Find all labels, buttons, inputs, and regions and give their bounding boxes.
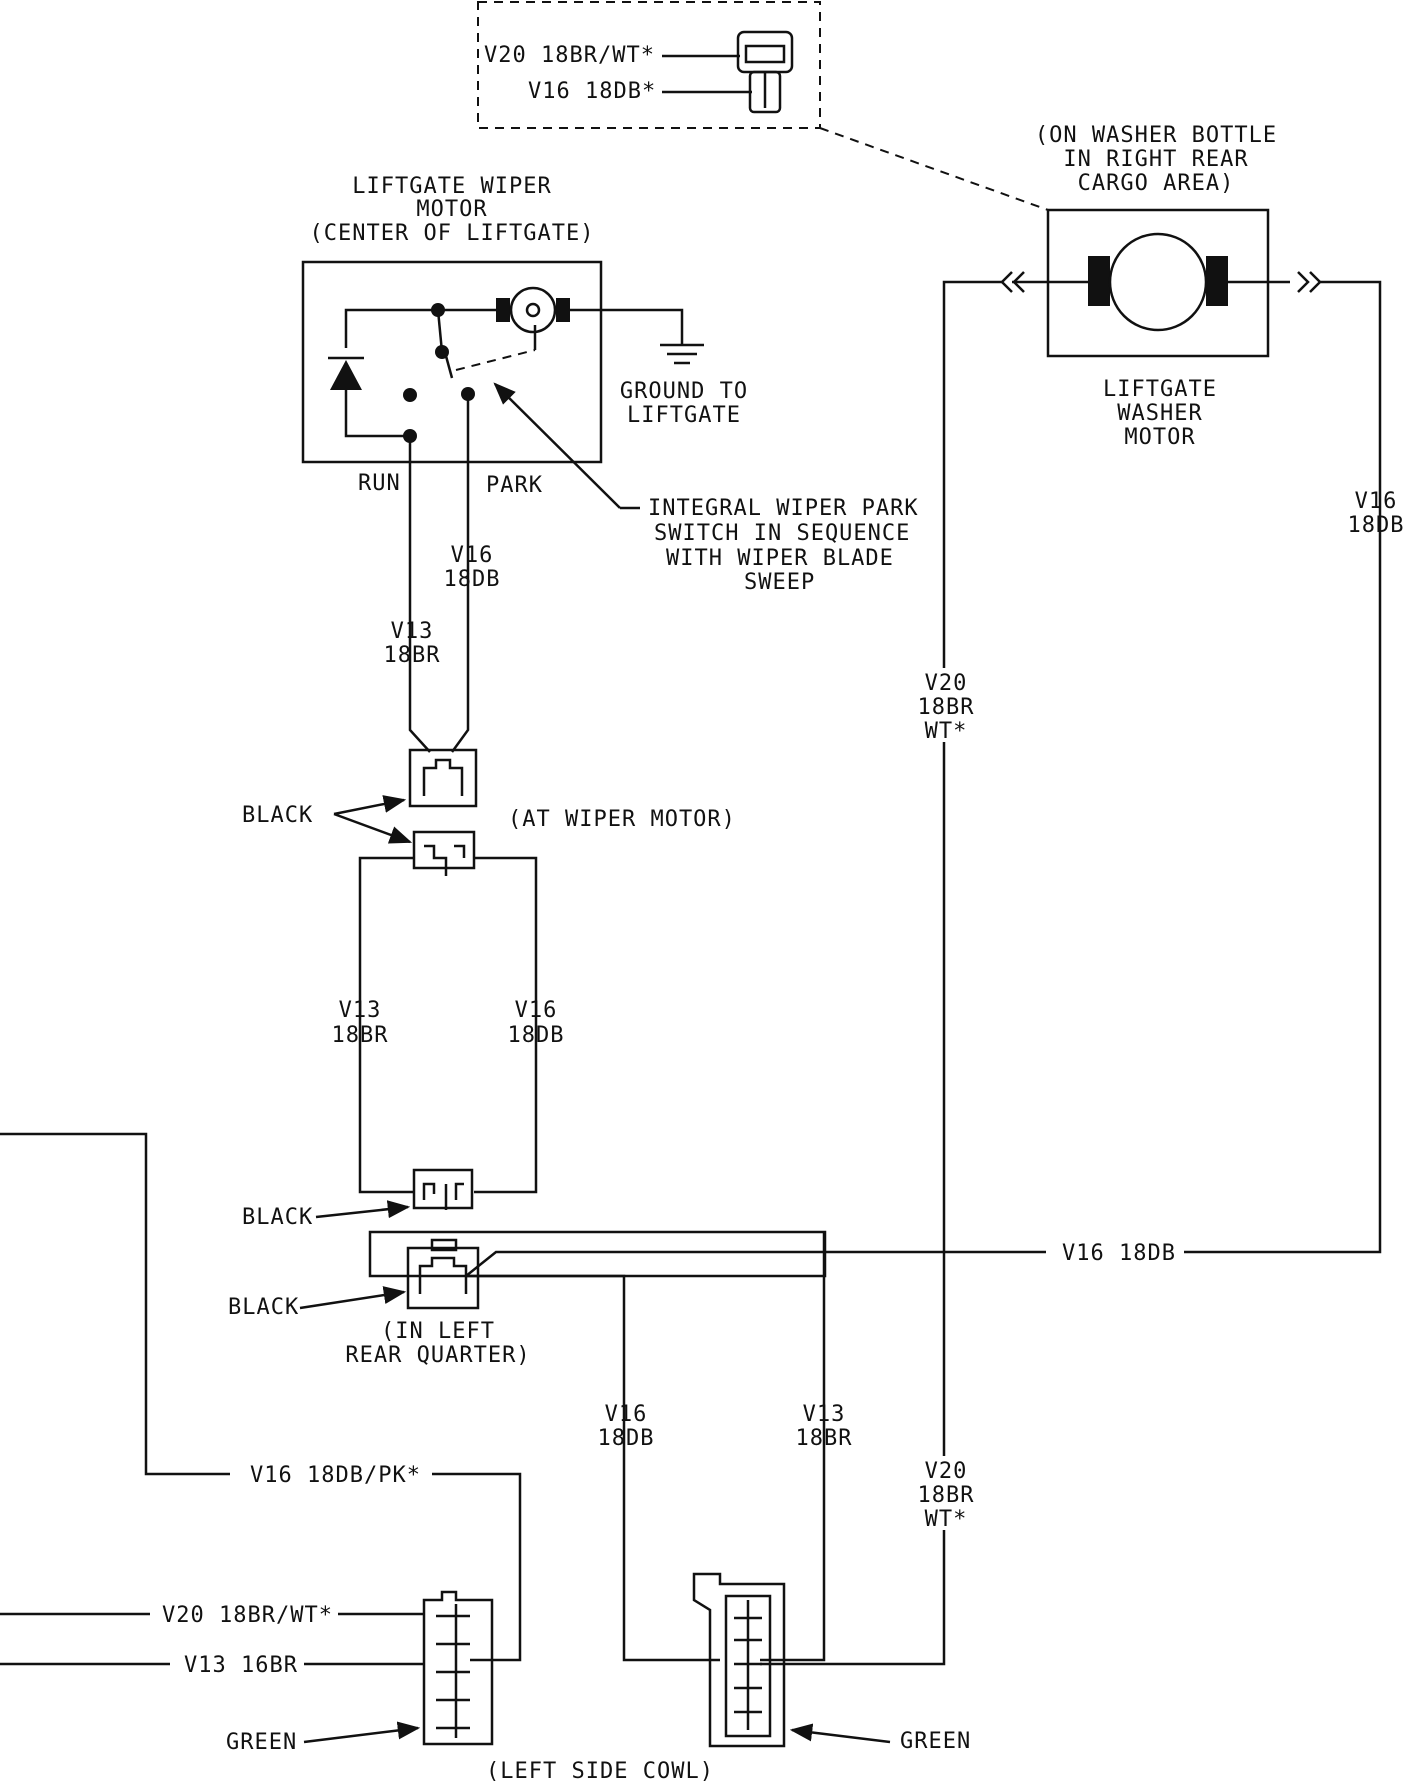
connector-lower-housing bbox=[406, 1246, 480, 1310]
wire-label-v16-18db-top: V16 18DB* bbox=[528, 79, 656, 104]
green-label-right: GREEN bbox=[900, 1729, 971, 1754]
run-label: RUN bbox=[358, 471, 401, 496]
wire-v13-lower-gauge: 18BR bbox=[796, 1426, 853, 1451]
left-side-cowl-label: (LEFT SIDE COWL) bbox=[486, 1759, 714, 1784]
connector-upper-housing bbox=[412, 1168, 474, 1210]
wiper-motor-group: LIFTGATE WIPER MOTOR (CENTER OF LIFTGATE… bbox=[301, 174, 919, 595]
cowl-connector-left: GREEN bbox=[226, 1590, 494, 1755]
wire-v20-upper-gauge: 18BR bbox=[918, 695, 975, 720]
wire-v16-middle-gauge: 18DB bbox=[508, 1023, 565, 1048]
washer-location-3: CARGO AREA) bbox=[1078, 171, 1235, 196]
wire-v20-upper-tracer: WT* bbox=[925, 719, 968, 744]
green-label-left: GREEN bbox=[226, 1730, 297, 1755]
wiper-motor-title-1: LIFTGATE WIPER bbox=[352, 174, 551, 199]
wire-v13-middle-circuit: V13 bbox=[339, 998, 382, 1023]
wire-v20-18br-wt-left: V20 18BR/WT* bbox=[162, 1603, 333, 1628]
wire-v13-lower-circuit: V13 bbox=[803, 1402, 846, 1427]
washer-motor-name-2: WASHER bbox=[1117, 401, 1202, 426]
wire-v16-right-circuit: V16 bbox=[1355, 489, 1398, 514]
wire-v16-upper-gauge: 18DB bbox=[444, 567, 501, 592]
left-rear-quarter-label-2: REAR QUARTER) bbox=[345, 1343, 530, 1368]
wire-v20-upper-circuit: V20 bbox=[925, 671, 968, 696]
wire-v13-middle-gauge: 18BR bbox=[332, 1023, 389, 1048]
park-switch-label-1: INTEGRAL WIPER PARK bbox=[648, 496, 919, 521]
wire-label-v20-18br-wt-top: V20 18BR/WT* bbox=[484, 43, 655, 68]
wiper-motor-title-2: MOTOR bbox=[416, 197, 487, 222]
wire-v16-upper-circuit: V16 bbox=[451, 543, 494, 568]
wire-v16-18db-horizontal: V16 18DB bbox=[1062, 1241, 1176, 1266]
at-wiper-motor-label: (AT WIPER MOTOR) bbox=[508, 807, 736, 832]
park-label: PARK bbox=[486, 473, 543, 498]
wire-v20-lower-circuit: V20 bbox=[925, 1459, 968, 1484]
left-rear-quarter-label-1: (IN LEFT bbox=[381, 1319, 495, 1344]
wire-v16-lower-circuit: V16 bbox=[605, 1402, 648, 1427]
washer-motor-name-1: LIFTGATE bbox=[1103, 377, 1217, 402]
wire-v13-upper-gauge: 18BR bbox=[384, 643, 441, 668]
park-switch-label-4: SWEEP bbox=[744, 570, 815, 595]
wiper-motor-title-3: (CENTER OF LIFTGATE) bbox=[310, 221, 595, 246]
wire-v13-16br-left: V13 16BR bbox=[184, 1653, 298, 1678]
ground-label-2: LIFTGATE bbox=[627, 403, 741, 428]
black-label-upper-quarter: BLACK bbox=[242, 1205, 313, 1230]
wiper-motor-box bbox=[301, 260, 603, 464]
wiper-motor-icon bbox=[496, 286, 570, 334]
wire-v16-middle-circuit: V16 bbox=[515, 998, 558, 1023]
connector-at-wiper-motor: BLACK (AT WIPER MOTOR) bbox=[242, 748, 736, 876]
optional-connector-box bbox=[477, 1, 821, 129]
connector-left-rear-quarter: BLACK BLACK (IN LEFT REAR QUARTER) bbox=[228, 1168, 827, 1368]
pigtail-connector-icon bbox=[736, 30, 794, 114]
wire-v20-lower-gauge: 18BR bbox=[918, 1483, 975, 1508]
washer-motor-group: (ON WASHER BOTTLE IN RIGHT REAR CARGO AR… bbox=[1035, 123, 1277, 450]
black-label-wiper-connector: BLACK bbox=[242, 803, 313, 828]
washer-location-1: (ON WASHER BOTTLE bbox=[1035, 123, 1277, 148]
washer-motor-name-3: MOTOR bbox=[1124, 425, 1195, 450]
ground-icon bbox=[660, 343, 704, 365]
washer-location-2: IN RIGHT REAR bbox=[1063, 147, 1248, 172]
wire-v13-upper-circuit: V13 bbox=[391, 619, 434, 644]
harness-bracket-outline bbox=[368, 1230, 827, 1278]
diode-icon bbox=[328, 356, 364, 390]
cowl-connector-right: GREEN bbox=[692, 1572, 971, 1754]
wire-v16-lower-gauge: 18DB bbox=[598, 1426, 655, 1451]
wire-v16-right-gauge: 18DB bbox=[1348, 513, 1405, 538]
wire-v20-lower-tracer: WT* bbox=[925, 1507, 968, 1532]
ground-label-1: GROUND TO bbox=[620, 379, 748, 404]
park-switch-label-2: SWITCH IN SEQUENCE bbox=[654, 521, 910, 546]
washer-motor-icon bbox=[1088, 232, 1228, 332]
connector-housing-female bbox=[412, 830, 476, 870]
optional-connector-group: V20 18BR/WT* V16 18DB* bbox=[477, 1, 1049, 211]
black-label-lower-quarter: BLACK bbox=[228, 1295, 299, 1320]
connector-housing-male bbox=[408, 748, 478, 808]
wire-v16-18db-pk: V16 18DB/PK* bbox=[250, 1463, 421, 1488]
inline-connector-right-icon bbox=[1297, 271, 1322, 293]
park-switch-label-3: WITH WIPER BLADE bbox=[666, 546, 894, 571]
